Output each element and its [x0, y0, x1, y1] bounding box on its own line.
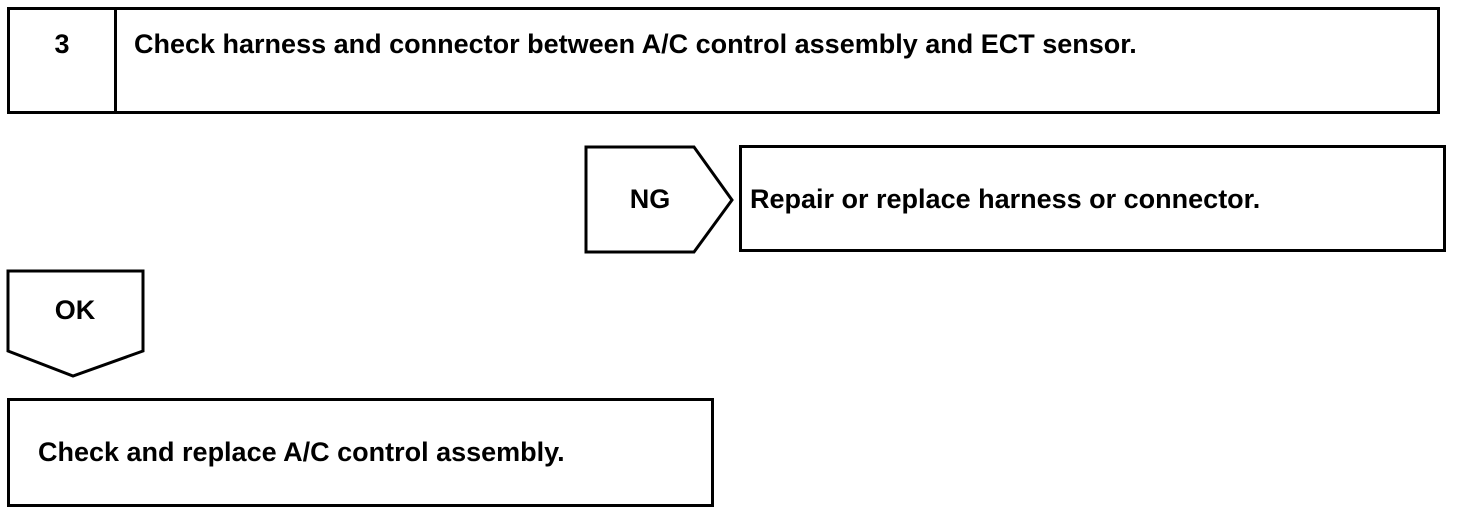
ng-result-box	[739, 145, 1446, 252]
ok-arrow-shape	[6, 269, 145, 378]
ok-result-box	[7, 398, 714, 507]
step-title: Check harness and connector between A/C …	[134, 29, 1137, 59]
ok-result-text: Check and replace A/C control assembly.	[38, 437, 565, 467]
ng-arrow-shape	[584, 145, 734, 254]
step-box	[7, 7, 1440, 114]
ng-label: NG	[629, 184, 671, 214]
step-number: 3	[54, 29, 70, 59]
step-divider	[114, 7, 117, 114]
ng-result-text: Repair or replace harness or connector.	[750, 184, 1261, 214]
ok-label: OK	[54, 295, 96, 325]
